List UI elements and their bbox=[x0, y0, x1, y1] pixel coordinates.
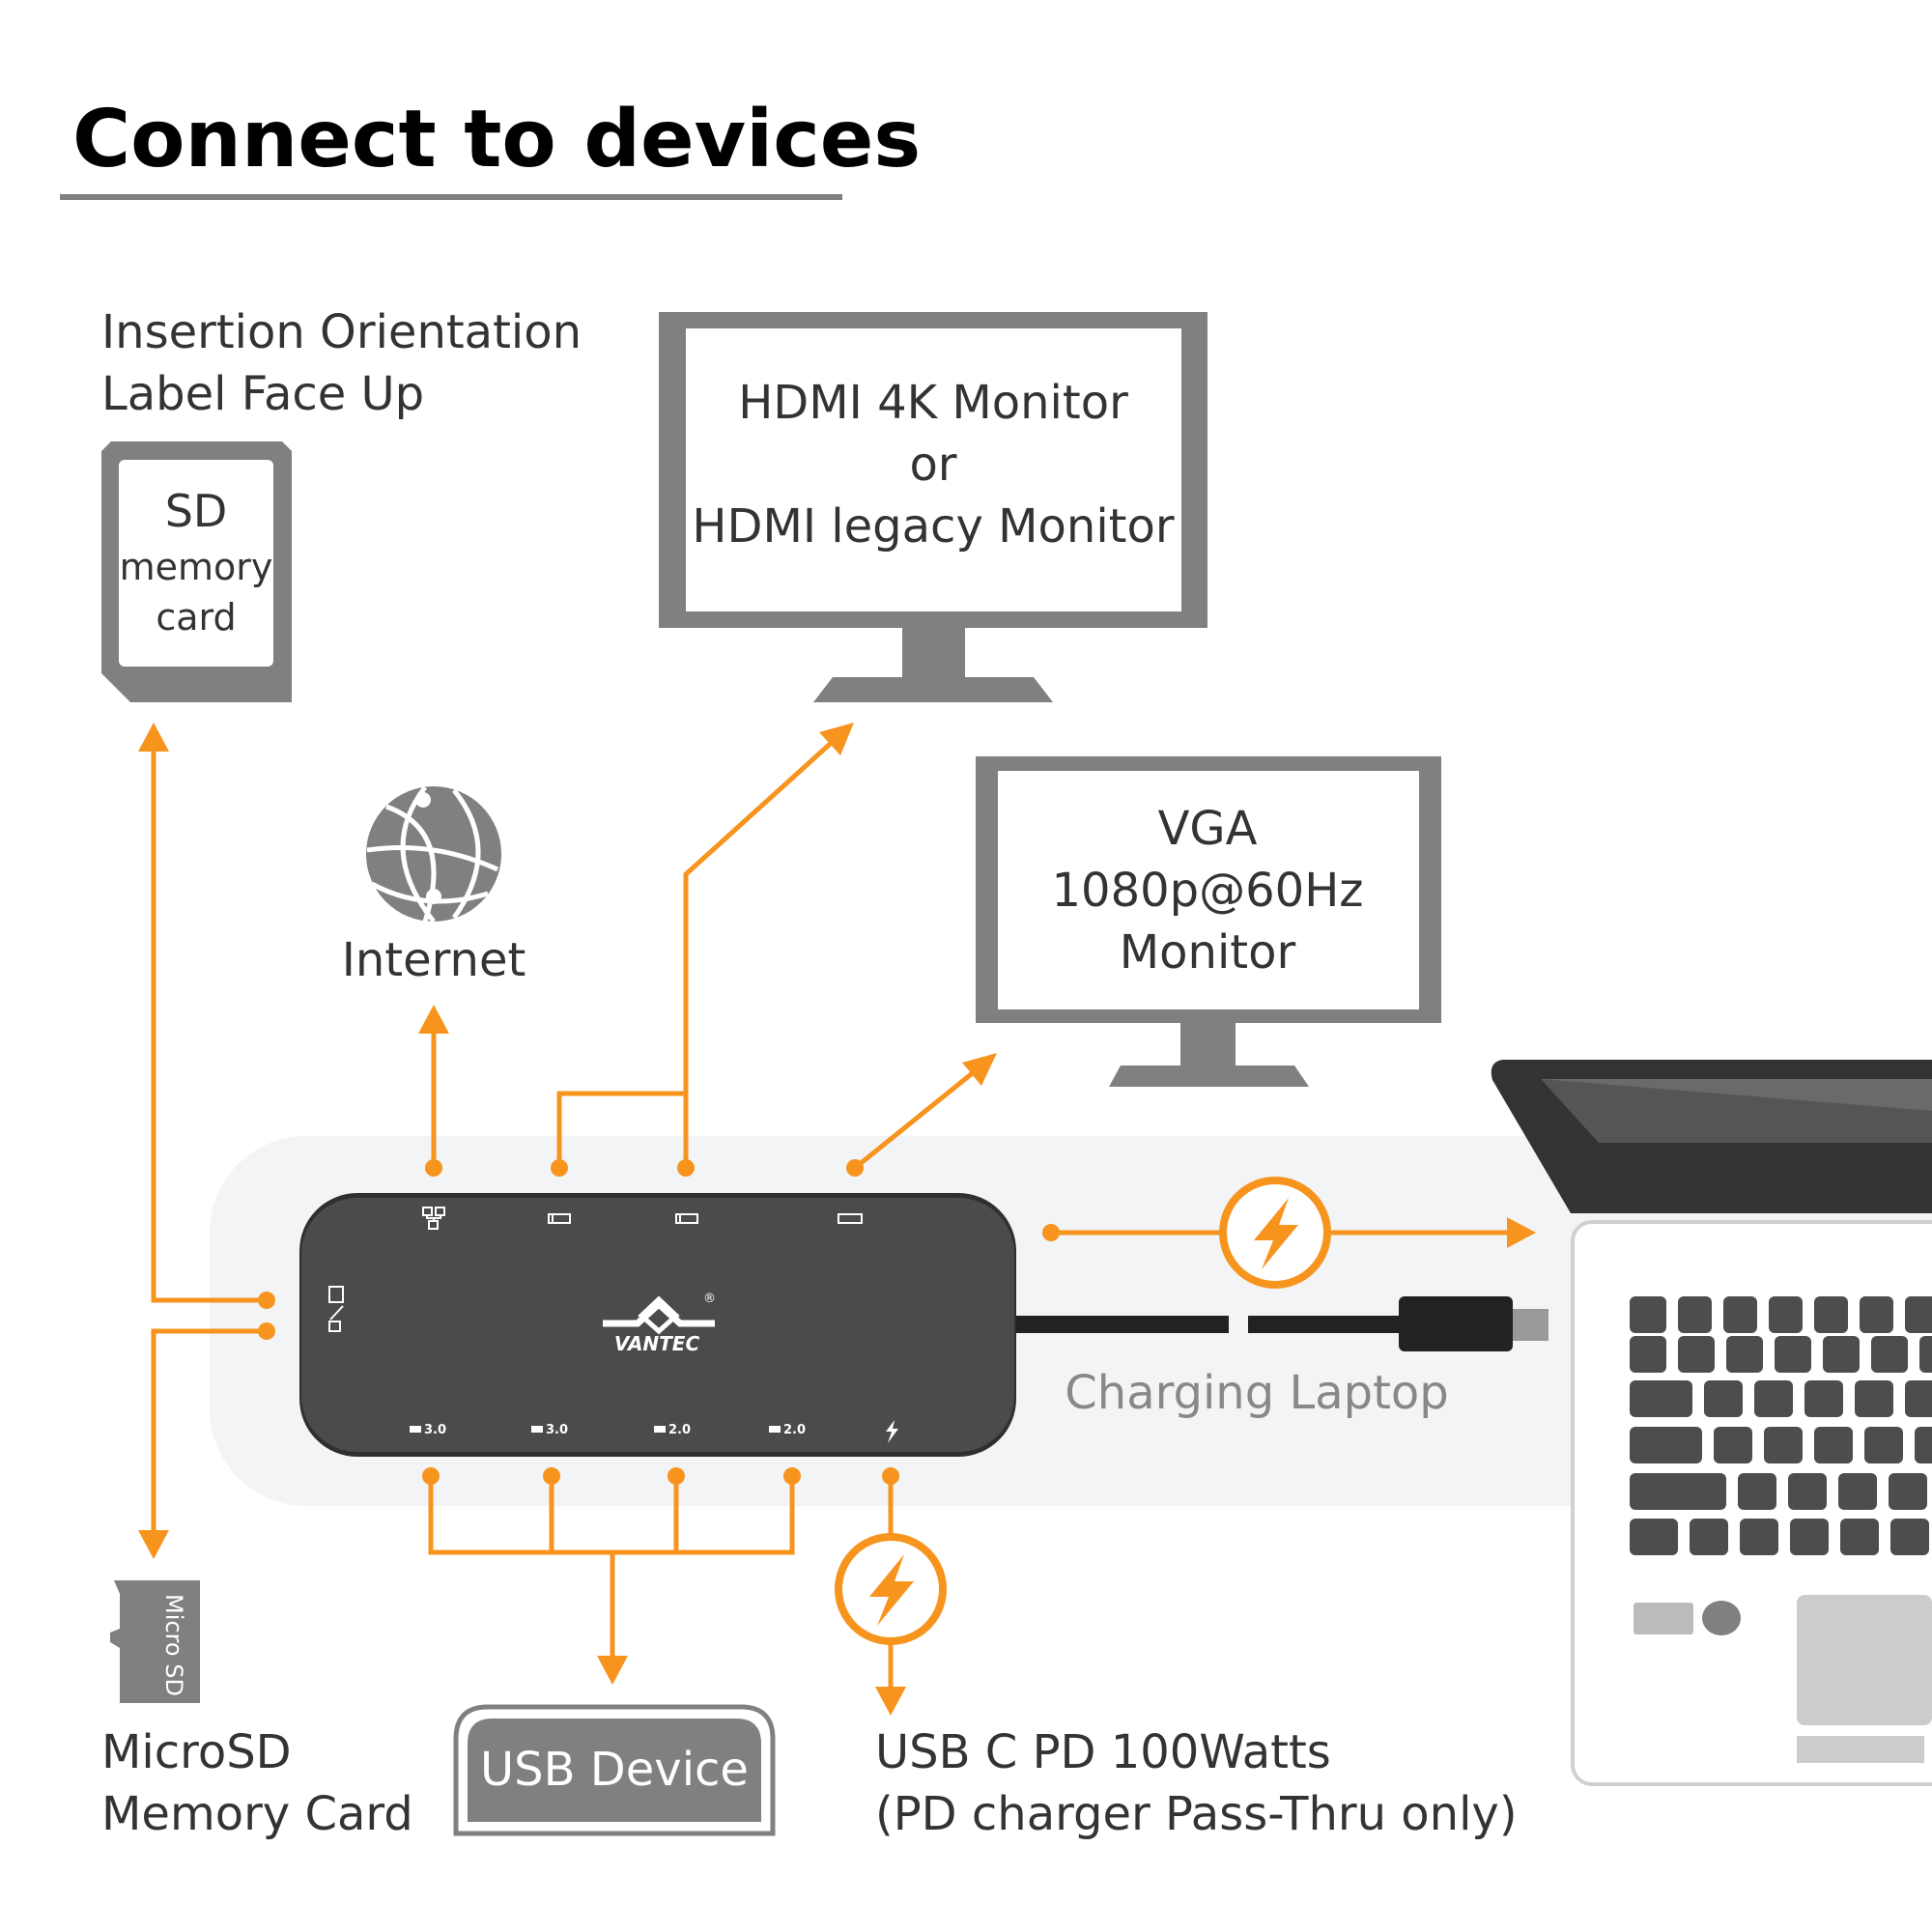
title-underline bbox=[60, 194, 842, 200]
laptop-icon bbox=[1491, 1060, 1932, 1786]
sd-card-icon: SD memory card bbox=[101, 441, 292, 702]
laptop-key bbox=[1690, 1519, 1728, 1555]
vga-monitor-icon: VGA 1080p@60Hz Monitor bbox=[976, 756, 1441, 1087]
laptop-key bbox=[1726, 1336, 1763, 1373]
internet-label: Internet bbox=[342, 933, 526, 987]
svg-text:2.0: 2.0 bbox=[783, 1423, 806, 1437]
laptop-key bbox=[1905, 1380, 1932, 1417]
laptop-key bbox=[1838, 1473, 1877, 1510]
laptop-key bbox=[1678, 1336, 1715, 1373]
microsd-line1: MicroSD bbox=[101, 1725, 292, 1779]
svg-text:3.0: 3.0 bbox=[424, 1423, 446, 1437]
laptop-key bbox=[1764, 1427, 1803, 1463]
usb-port-1: 3.0 bbox=[410, 1423, 446, 1437]
laptop-key bbox=[1860, 1296, 1893, 1333]
laptop-key bbox=[1864, 1427, 1903, 1463]
laptop-key bbox=[1704, 1380, 1743, 1417]
sd-microsd-icon bbox=[328, 1286, 344, 1332]
laptop-key bbox=[1678, 1296, 1712, 1333]
usb-c-cable bbox=[1005, 1296, 1548, 1351]
pd-lightning-icon bbox=[835, 1533, 947, 1645]
vga-line1: VGA bbox=[1158, 802, 1258, 856]
laptop-key bbox=[1855, 1380, 1893, 1417]
laptop-key bbox=[1769, 1296, 1803, 1333]
usb-c-hub: VANTEC ® 3.0 3.0 2.0 2.0 bbox=[299, 1193, 1016, 1457]
laptop-key bbox=[1788, 1473, 1827, 1510]
hdmi-line1: HDMI 4K Monitor bbox=[738, 376, 1128, 430]
sd-instruction-line1: Insertion Orientation bbox=[101, 305, 582, 359]
microsd-line2: Memory Card bbox=[101, 1787, 413, 1841]
hdmi-line3: HDMI legacy Monitor bbox=[692, 499, 1174, 554]
sd-label-2: memory bbox=[120, 546, 273, 588]
vga-line3: Monitor bbox=[1120, 925, 1296, 980]
usb-port-2: 3.0 bbox=[531, 1423, 568, 1437]
svg-text:3.0: 3.0 bbox=[546, 1423, 568, 1437]
hdmi-port-icon bbox=[675, 1213, 698, 1224]
laptop-key bbox=[1915, 1427, 1932, 1463]
vga-line2: 1080p@60Hz bbox=[1052, 864, 1364, 918]
sd-instruction-line2: Label Face Up bbox=[101, 367, 424, 421]
hdmi-monitor-icon: HDMI 4K Monitor or HDMI legacy Monitor bbox=[659, 312, 1208, 702]
ethernet-icon bbox=[422, 1207, 445, 1230]
usb-port-4: 2.0 bbox=[769, 1423, 806, 1437]
laptop-key bbox=[1814, 1296, 1848, 1333]
vga-port-icon bbox=[838, 1213, 863, 1224]
usb-device-label: USB Device bbox=[480, 1743, 749, 1797]
pd-port-lightning-icon bbox=[886, 1420, 898, 1443]
charging-laptop-label: Charging Laptop bbox=[1065, 1366, 1448, 1420]
pd-line1: USB C PD 100Watts bbox=[875, 1725, 1331, 1779]
usb-device-box: USB Device bbox=[453, 1704, 776, 1836]
microsd-card-label: Micro SD bbox=[160, 1594, 187, 1696]
registered-mark: ® bbox=[703, 1292, 716, 1306]
laptop-key bbox=[1740, 1519, 1778, 1555]
laptop-key bbox=[1630, 1519, 1678, 1555]
laptop-key bbox=[1714, 1427, 1752, 1463]
laptop-key bbox=[1630, 1336, 1666, 1373]
svg-text:2.0: 2.0 bbox=[668, 1423, 691, 1437]
laptop-key bbox=[1889, 1473, 1927, 1510]
laptop-key bbox=[1630, 1380, 1692, 1417]
charging-lightning-icon bbox=[1219, 1177, 1331, 1289]
vantec-logo: VANTEC ® bbox=[603, 1292, 716, 1355]
brand-label: VANTEC bbox=[614, 1332, 700, 1355]
usb-port-3: 2.0 bbox=[654, 1423, 691, 1437]
laptop-key bbox=[1814, 1427, 1853, 1463]
laptop-key bbox=[1871, 1336, 1908, 1373]
hdmi-port-icon bbox=[548, 1213, 571, 1224]
connection-lines bbox=[138, 723, 1536, 1716]
laptop-key bbox=[1823, 1336, 1860, 1373]
sd-label-3: card bbox=[156, 596, 236, 639]
laptop-key bbox=[1804, 1380, 1843, 1417]
laptop-key bbox=[1919, 1336, 1932, 1373]
hdmi-line2: or bbox=[909, 438, 956, 492]
laptop-key bbox=[1905, 1296, 1932, 1333]
laptop-key bbox=[1630, 1427, 1702, 1463]
globe-icon bbox=[366, 785, 501, 923]
laptop-key bbox=[1630, 1296, 1666, 1333]
laptop-key bbox=[1840, 1519, 1879, 1555]
laptop-key bbox=[1775, 1336, 1811, 1373]
pd-line2: (PD charger Pass-Thru only) bbox=[875, 1787, 1518, 1841]
page-title: Connect to devices bbox=[72, 94, 921, 185]
laptop-key bbox=[1630, 1473, 1726, 1510]
sd-label-1: SD bbox=[165, 485, 228, 537]
laptop-key bbox=[1890, 1519, 1929, 1555]
microsd-card-icon: Micro SD bbox=[110, 1580, 200, 1703]
laptop-key bbox=[1790, 1519, 1829, 1555]
laptop-key bbox=[1738, 1473, 1776, 1510]
laptop-key bbox=[1754, 1380, 1793, 1417]
laptop-key bbox=[1723, 1296, 1757, 1333]
